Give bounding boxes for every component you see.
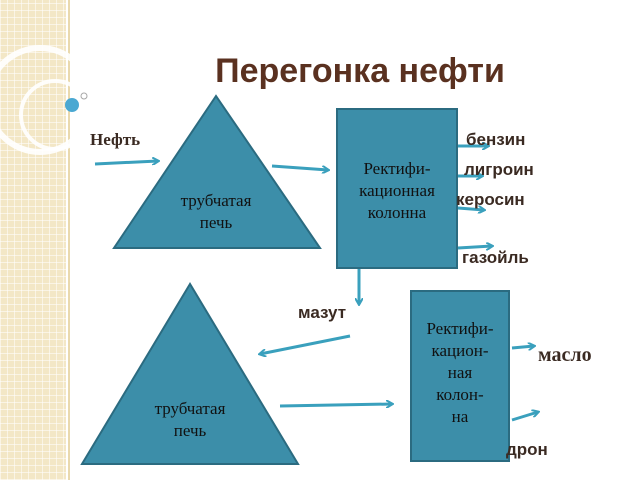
arrow-gasoil (457, 246, 492, 248)
arrow-mazut-to-furnace2 (260, 334, 351, 354)
deco-dot-small (80, 92, 88, 100)
arrow-kerosin (457, 208, 484, 210)
mazut-label: мазут (298, 303, 347, 322)
furnace-2-triangle (80, 282, 300, 465)
furnace-2-line-1: трубчатая (154, 399, 226, 418)
rectification-column-1 (336, 108, 458, 269)
arrow-oil-in (94, 161, 158, 166)
product-benzin: бензин (466, 130, 526, 149)
furnace-1-triangle (112, 94, 322, 249)
product-gasoil: газойль (462, 248, 529, 267)
product-gudron: дрон (506, 440, 548, 459)
decorative-divider (68, 0, 70, 480)
furnace-2-line-2: печь (173, 421, 207, 440)
slide-title: Перегонка нефти (215, 52, 505, 90)
oil-label: Нефть (90, 130, 141, 149)
arrow-furnace2-to-column2 (279, 404, 392, 406)
column-1-line-1: Ректифи- (363, 159, 431, 178)
column-2-line-1: Ректифи- (426, 319, 494, 338)
furnace-1-line-1: трубчатая (180, 191, 252, 210)
column-1-label: Ректифи- кационная колонна (336, 158, 458, 224)
arrow-furnace1-to-column1 (271, 164, 328, 170)
column-1-line-3: колонна (367, 203, 427, 222)
column-2-line-3: ная (447, 363, 473, 382)
product-ligroin: лигроин (464, 160, 534, 179)
deco-dot-blue (65, 98, 79, 112)
furnace-1-label: трубчатая печь (156, 190, 276, 234)
product-maslo: масло (538, 344, 592, 366)
deco-ring-small (19, 79, 91, 151)
product-kerosin: керосин (456, 190, 525, 209)
column-2-line-2: кацион- (431, 341, 489, 360)
deco-ring-large (0, 45, 95, 155)
rectification-column-2 (410, 290, 510, 462)
furnace-2-label: трубчатая печь (130, 398, 250, 442)
column-2-line-5: на (451, 407, 469, 426)
column-2-line-4: колон- (436, 385, 484, 404)
arrow-maslo (511, 346, 534, 348)
column-2-label: Ректифи- кацион- ная колон- на (410, 318, 510, 428)
decorative-circles (0, 45, 95, 155)
column-1-line-2: кационная (359, 181, 435, 200)
furnace-1-line-2: печь (199, 213, 233, 232)
arrow-gudron (511, 412, 538, 422)
